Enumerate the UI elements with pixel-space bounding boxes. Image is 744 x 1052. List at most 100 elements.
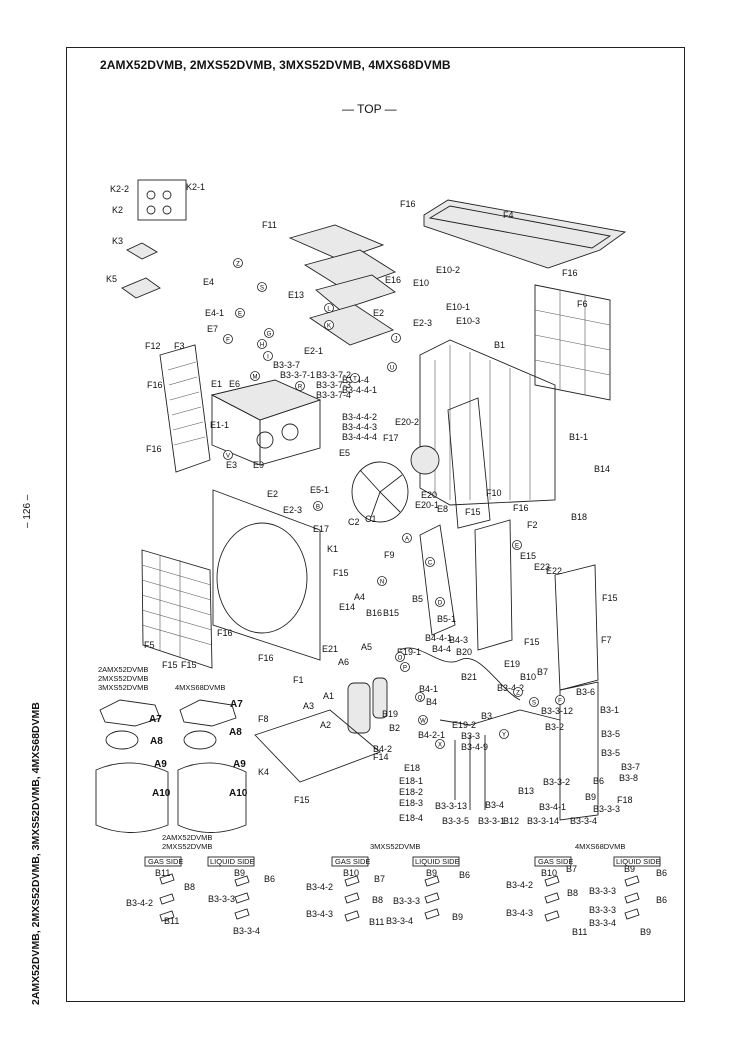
part-label-a9a: A9 (154, 759, 167, 770)
part-label-e17: E17 (313, 524, 329, 534)
part-label-b3-2: B3-2 (545, 722, 564, 732)
part-label-e13: E13 (288, 290, 304, 300)
part-label-v1-b8: B8 (184, 882, 195, 892)
gas-side-box-3 (534, 856, 572, 867)
part-label-v2-b7: B7 (374, 874, 385, 884)
part-label-b3-3-7: B3-3-7 (273, 360, 300, 370)
part-label-k2-2: K2-2 (110, 184, 129, 194)
part-label-v3-b9b: B9 (640, 927, 651, 937)
connector-marker (250, 371, 260, 381)
side-plate-f2 (474, 519, 513, 651)
connector-marker (513, 687, 523, 697)
valves-left-model-1: 2AMX52DVMB (162, 833, 212, 842)
bottom-frame-f8 (254, 709, 381, 783)
front-panel-f1 (212, 489, 321, 661)
part-label-b4-2-1: B4-2-1 (418, 730, 445, 740)
compressor-cover-left (95, 699, 169, 833)
part-label-e6: E6 (229, 379, 240, 389)
grille-f5 (141, 549, 213, 669)
k3-clip (126, 242, 158, 260)
part-label-b14: B14 (594, 464, 610, 474)
part-label-e10-3: E10-3 (456, 316, 480, 326)
part-label-b3-4-4-2: B3-4-4-2 (342, 412, 377, 422)
connector-marker (499, 729, 509, 739)
liquid-side-1: LIQUID SIDE (210, 857, 255, 866)
top-plate-f4 (423, 199, 627, 269)
part-label-f14: F14 (373, 752, 389, 762)
part-label-a6: A6 (338, 657, 349, 667)
part-label-b3-3-4a: B3-3-4 (570, 816, 597, 826)
part-label-v3-b3-3-3b: B3-3-3 (589, 905, 616, 915)
connector-marker (324, 320, 334, 330)
part-label-v2-b8: B8 (372, 895, 383, 905)
part-label-f16f: F16 (217, 628, 233, 638)
liquid-side-2: LIQUID SIDE (415, 857, 460, 866)
connector-marker (324, 303, 334, 313)
part-label-e15: E15 (520, 551, 536, 561)
fan-motor-e20 (410, 397, 491, 529)
rear-guard-f6 (534, 284, 611, 401)
liquid-side-box-1 (207, 856, 255, 867)
connector-marker (235, 308, 245, 318)
part-label-e5: E5 (339, 448, 350, 458)
part-label-v3-b6b: B6 (656, 895, 667, 905)
part-label-b3-4: B3-4 (485, 800, 504, 810)
connector-marker-letter: T (353, 376, 357, 382)
part-label-f16g: F16 (258, 653, 274, 663)
connector-marker (257, 282, 267, 292)
part-label-a7b: A7 (230, 699, 243, 710)
part-label-b21: B21 (461, 672, 477, 682)
connector-marker-letter: D (438, 600, 443, 606)
part-label-e2-1: E2-1 (304, 346, 323, 356)
part-label-e10-2: E10-2 (436, 265, 460, 275)
part-label-e23: E23 (534, 562, 550, 572)
part-label-e2-3a: E2-3 (413, 318, 432, 328)
part-label-a7a: A7 (149, 714, 162, 725)
part-label-e20-1: E20-1 (415, 500, 439, 510)
connector-marker (435, 739, 445, 749)
connector-marker (400, 662, 410, 672)
part-label-b13: B13 (518, 786, 534, 796)
part-label-b5-1: B5-1 (437, 614, 456, 624)
connector-marker-letter: E (238, 311, 242, 317)
connector-marker-letter: S (532, 700, 536, 706)
connector-marker (223, 450, 233, 460)
part-label-v3-b8: B8 (567, 888, 578, 898)
part-label-a8b: A8 (229, 727, 242, 738)
connector-marker (377, 576, 387, 586)
connector-marker-letter: H (260, 342, 264, 348)
part-label-b3-4-2a: B3-4-2 (497, 683, 524, 693)
connector-marker-letter: A (405, 536, 409, 542)
part-label-a1: A1 (323, 691, 334, 701)
part-label-b3-3-7-4: B3-3-7-4 (316, 390, 351, 400)
connector-marker (313, 501, 323, 511)
connector-marker-letter: G (267, 331, 272, 337)
k5-clip (121, 277, 161, 299)
part-label-f16a: F16 (400, 199, 416, 209)
part-label-v2-b6: B6 (459, 870, 470, 880)
part-label-v1-b11a: B11 (155, 868, 170, 878)
part-label-b4: B4 (426, 697, 437, 707)
part-label-v2-b9b: B9 (452, 912, 463, 922)
part-label-b3-3-13: B3-3-13 (435, 801, 467, 811)
part-label-b16: B16 (366, 608, 382, 618)
part-label-b20: B20 (456, 647, 472, 657)
part-label-b3-3-1: B3-3-1 (478, 816, 505, 826)
part-label-b3-5b: B3-5 (601, 748, 620, 758)
valves-mid-model: 3MXS52DVMB (370, 842, 420, 851)
part-label-f6: F6 (577, 299, 588, 309)
part-label-b18: B18 (571, 512, 587, 522)
part-label-c1: C1 (365, 514, 377, 524)
part-label-b10a: B10 (520, 672, 536, 682)
part-label-k1: K1 (327, 544, 338, 554)
part-label-f9: F9 (384, 550, 395, 560)
part-label-b3-1: B3-1 (600, 705, 619, 715)
part-label-e18: E18 (404, 763, 420, 773)
part-label-f15d: F15 (524, 637, 540, 647)
connector-marker (395, 652, 405, 662)
liquid-side-box-3 (613, 856, 661, 867)
part-label-e3: E3 (226, 460, 237, 470)
part-label-v3-b11: B11 (572, 927, 587, 937)
part-label-b1: B1 (494, 340, 505, 350)
partition-b5 (419, 524, 456, 636)
